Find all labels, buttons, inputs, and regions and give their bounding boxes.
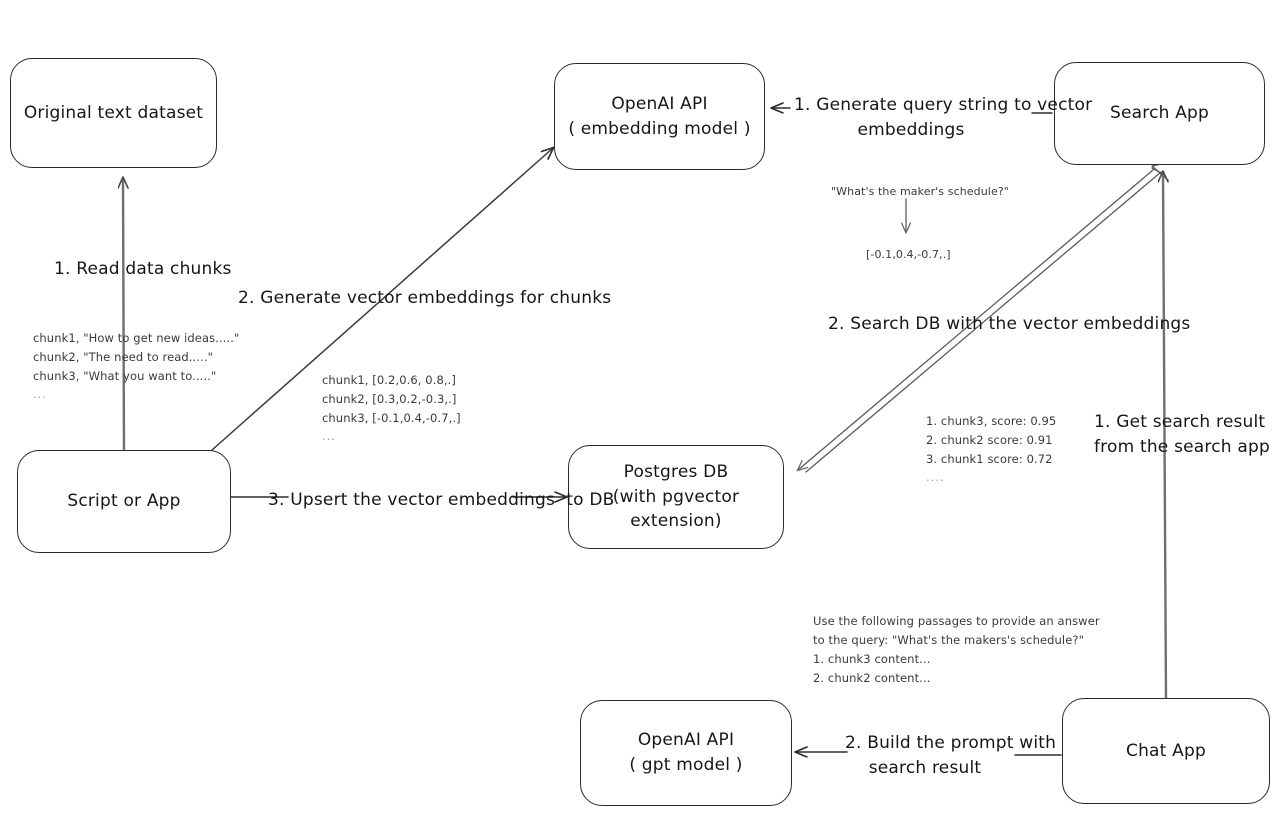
note-source-chunks-ellipsis: ... <box>33 387 47 401</box>
node-label-line1: Postgres DB <box>623 462 729 483</box>
note-chunk-embeddings: chunk1, [0.2,0.6, 0.8,.] chunk2, [0.3,0.… <box>322 373 461 425</box>
node-label: Original text dataset <box>23 102 204 123</box>
connector-read-data-chunks <box>123 178 124 457</box>
edge-label-get-search-result: 1. Get search result from the search app <box>1094 412 1270 457</box>
node-postgres-db[interactable]: Postgres DB (with pgvector extension) <box>568 445 784 549</box>
node-script-or-app[interactable]: Script or App <box>17 450 231 553</box>
edge-label-search-db: 2. Search DB with the vector embeddings <box>828 314 1191 334</box>
node-openai-api-gpt-model[interactable]: OpenAI API ( gpt model ) <box>580 700 792 806</box>
note-chunk-embeddings-ellipsis: ... <box>322 429 336 443</box>
note-search-results-ellipsis: .... <box>926 470 945 484</box>
node-original-text-dataset[interactable]: Original text dataset <box>10 58 217 168</box>
node-label: Chat App <box>1126 740 1206 761</box>
node-chat-app[interactable]: Chat App <box>1062 698 1270 804</box>
edge-label-generate-query-string: 1. Generate query string to vector embed… <box>794 95 1092 140</box>
node-search-app[interactable]: Search App <box>1054 62 1265 165</box>
edge-label-upsert-embeddings: 3. Upsert the vector embeddings to DB <box>268 490 615 510</box>
node-label-line1: OpenAI API <box>611 93 708 114</box>
node-openai-api-embedding-model[interactable]: OpenAI API ( embedding model ) <box>554 63 765 170</box>
node-label-line2: ( embedding model ) <box>568 118 751 139</box>
connector-build-prompt <box>796 752 1062 755</box>
edge-label-read-data-chunks: 1. Read data chunks <box>54 259 232 279</box>
edge-label-generate-vector-embeddings: 2. Generate vector embeddings for chunks <box>238 288 612 308</box>
connector-generate-vector-embeddings <box>211 148 553 451</box>
connector-generate-query-string <box>772 108 1053 114</box>
note-prompt-text: Use the following passages to provide an… <box>813 614 1100 685</box>
node-label: Search App <box>1109 103 1210 124</box>
edge-label-build-prompt: 2. Build the prompt with search result <box>845 733 1057 778</box>
node-label-line1: OpenAI API <box>637 730 735 751</box>
node-label-line2: (with pgvector extension) <box>612 486 740 532</box>
note-source-chunks: chunk1, "How to get new ideas....." chun… <box>33 331 240 383</box>
note-query-text: "What's the maker's schedule?" <box>831 185 1009 198</box>
note-search-results: 1. chunk3, score: 0.95 2. chunk2 score: … <box>926 414 1057 466</box>
connector-get-search-result <box>1163 172 1166 702</box>
node-label: Script or App <box>67 491 181 512</box>
node-label-line2: ( gpt model ) <box>629 755 743 775</box>
note-query-embedding: [-0.1,0.4,-0.7,.] <box>866 248 951 261</box>
